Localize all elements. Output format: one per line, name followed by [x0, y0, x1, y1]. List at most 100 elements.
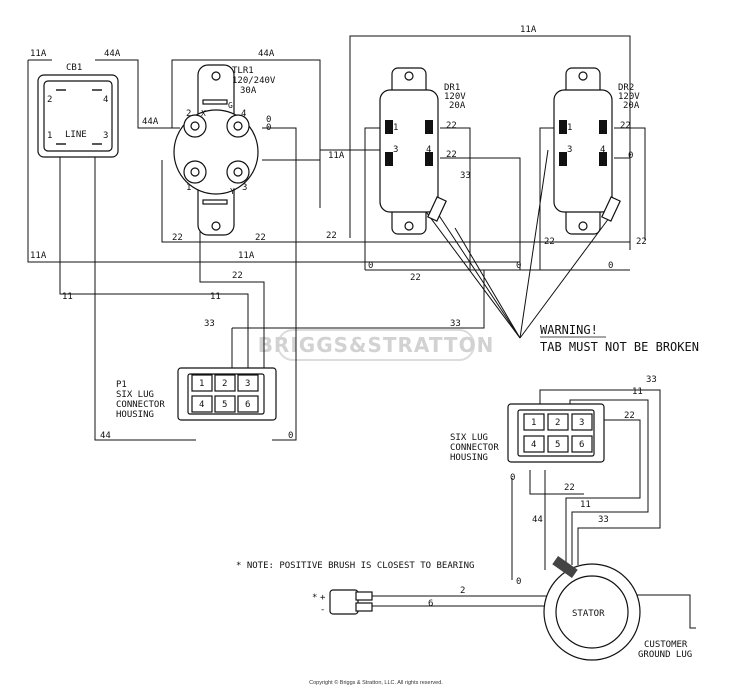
svg-text:0: 0 — [608, 261, 613, 271]
wires — [27, 35, 696, 629]
svg-text:33: 33 — [460, 171, 471, 181]
svg-text:11A: 11A — [30, 49, 47, 59]
svg-text:3: 3 — [103, 131, 108, 141]
circuit-breaker-cb1: CB1 LINE 2 4 1 3 — [37, 63, 119, 158]
svg-text:2: 2 — [555, 418, 560, 428]
watermark: BRIGGS&STRATTON — [258, 329, 493, 361]
dr2-label: DR2 — [618, 83, 634, 93]
svg-text:11: 11 — [62, 292, 73, 302]
warning-callout: WARNING! TAB MUST NOT BE BROKEN — [540, 323, 699, 354]
stator: STATOR — [543, 556, 641, 661]
stator-label: STATOR — [572, 609, 605, 619]
svg-text:2: 2 — [426, 121, 431, 131]
svg-text:44A: 44A — [142, 117, 159, 127]
svg-text:6: 6 — [428, 599, 433, 609]
tlr1-label: TLR1 — [232, 66, 254, 76]
svg-text:22: 22 — [410, 273, 421, 283]
twist-lock-receptacle-tlr1: TLR1 120/240V 30A 2 X 4 G 1 3 Y — [173, 64, 276, 236]
duplex-receptacle-dr2: DR2 120V 20A 1 2 3 4 — [553, 67, 640, 235]
svg-text:3: 3 — [567, 145, 572, 155]
svg-text:44: 44 — [100, 431, 111, 441]
svg-text:1: 1 — [393, 123, 398, 133]
svg-text:22: 22 — [564, 483, 575, 493]
svg-text:3: 3 — [579, 418, 584, 428]
svg-text:6: 6 — [245, 400, 250, 410]
svg-text:1: 1 — [567, 123, 572, 133]
svg-text:-: - — [320, 605, 325, 615]
svg-text:20A: 20A — [623, 101, 640, 111]
svg-text:20A: 20A — [449, 101, 466, 111]
svg-text:30A: 30A — [240, 86, 257, 96]
svg-text:22: 22 — [544, 237, 555, 247]
svg-text:4: 4 — [531, 440, 536, 450]
svg-text:11A: 11A — [30, 251, 47, 261]
svg-text:4: 4 — [426, 145, 431, 155]
svg-text:33: 33 — [450, 319, 461, 329]
svg-text:6: 6 — [579, 440, 584, 450]
svg-text:HOUSING: HOUSING — [450, 453, 488, 463]
svg-text:GROUND LUG: GROUND LUG — [638, 650, 692, 660]
duplex-receptacle-dr1: DR1 120V 20A 1 2 3 4 — [379, 67, 466, 235]
svg-text:44: 44 — [532, 515, 543, 525]
brush-note: * NOTE: POSITIVE BRUSH IS CLOSEST TO BEA… — [236, 561, 474, 571]
six-lug-connector-p1: 1 2 3 4 5 6 P1 SIX LUG CONNECTOR HOUSING — [116, 367, 277, 421]
svg-text:2: 2 — [222, 379, 227, 389]
svg-text:22: 22 — [326, 231, 337, 241]
wire-labels: 11A 44A 44A 44A 11A 11A 11A 11A 11 11 44… — [30, 25, 657, 609]
svg-text:11A: 11A — [238, 251, 255, 261]
cb1-line-label: LINE — [65, 130, 87, 140]
svg-text:4: 4 — [103, 95, 108, 105]
svg-text:22: 22 — [446, 150, 457, 160]
svg-text:3: 3 — [393, 145, 398, 155]
svg-text:11A: 11A — [328, 151, 345, 161]
svg-text:0: 0 — [516, 577, 521, 587]
svg-text:120V: 120V — [444, 92, 466, 102]
svg-text:CUSTOMER: CUSTOMER — [644, 640, 688, 650]
svg-text:11: 11 — [580, 500, 591, 510]
svg-text:CONNECTOR: CONNECTOR — [116, 400, 165, 410]
svg-text:44A: 44A — [258, 49, 275, 59]
svg-text:22: 22 — [620, 121, 631, 131]
svg-text:*: * — [312, 593, 317, 603]
brush-assembly: * + - — [312, 589, 373, 615]
svg-text:HOUSING: HOUSING — [116, 410, 154, 420]
svg-text:1: 1 — [531, 418, 536, 428]
svg-text:22: 22 — [232, 271, 243, 281]
svg-text:22: 22 — [636, 237, 647, 247]
svg-text:4: 4 — [600, 145, 605, 155]
svg-text:0: 0 — [628, 151, 633, 161]
svg-text:11: 11 — [632, 387, 643, 397]
svg-text:3: 3 — [242, 183, 247, 193]
svg-text:120V: 120V — [618, 92, 640, 102]
cb1-label: CB1 — [66, 63, 82, 73]
svg-text:3: 3 — [245, 379, 250, 389]
six-lug-connector-stator: 1 2 3 4 5 6 SIX LUG CONNECTOR HOUSING — [450, 403, 605, 463]
copyright: Copyright © Briggs & Stratton, LLC. All … — [309, 679, 443, 686]
svg-text:120/240V: 120/240V — [232, 76, 276, 86]
svg-text:1: 1 — [186, 183, 191, 193]
svg-text:+: + — [320, 593, 326, 603]
warning-title: WARNING! — [540, 323, 598, 337]
svg-text:2: 2 — [460, 586, 465, 596]
svg-text:5: 5 — [222, 400, 227, 410]
svg-text:SIX LUG: SIX LUG — [116, 390, 154, 400]
svg-text:SIX LUG: SIX LUG — [450, 433, 488, 443]
svg-text:11A: 11A — [520, 25, 537, 35]
svg-text:33: 33 — [598, 515, 609, 525]
svg-text:2: 2 — [600, 121, 605, 131]
svg-text:0: 0 — [516, 261, 521, 271]
svg-text:33: 33 — [204, 319, 215, 329]
svg-text:22: 22 — [255, 233, 266, 243]
svg-text:0: 0 — [288, 431, 293, 441]
svg-text:0: 0 — [368, 261, 373, 271]
svg-text:4: 4 — [199, 400, 204, 410]
svg-text:1: 1 — [47, 131, 52, 141]
svg-text:4: 4 — [241, 109, 246, 119]
svg-text:X: X — [201, 109, 206, 118]
svg-text:2: 2 — [47, 95, 52, 105]
svg-text:22: 22 — [172, 233, 183, 243]
svg-text:33: 33 — [646, 375, 657, 385]
svg-text:CONNECTOR: CONNECTOR — [450, 443, 499, 453]
svg-text:1: 1 — [199, 379, 204, 389]
